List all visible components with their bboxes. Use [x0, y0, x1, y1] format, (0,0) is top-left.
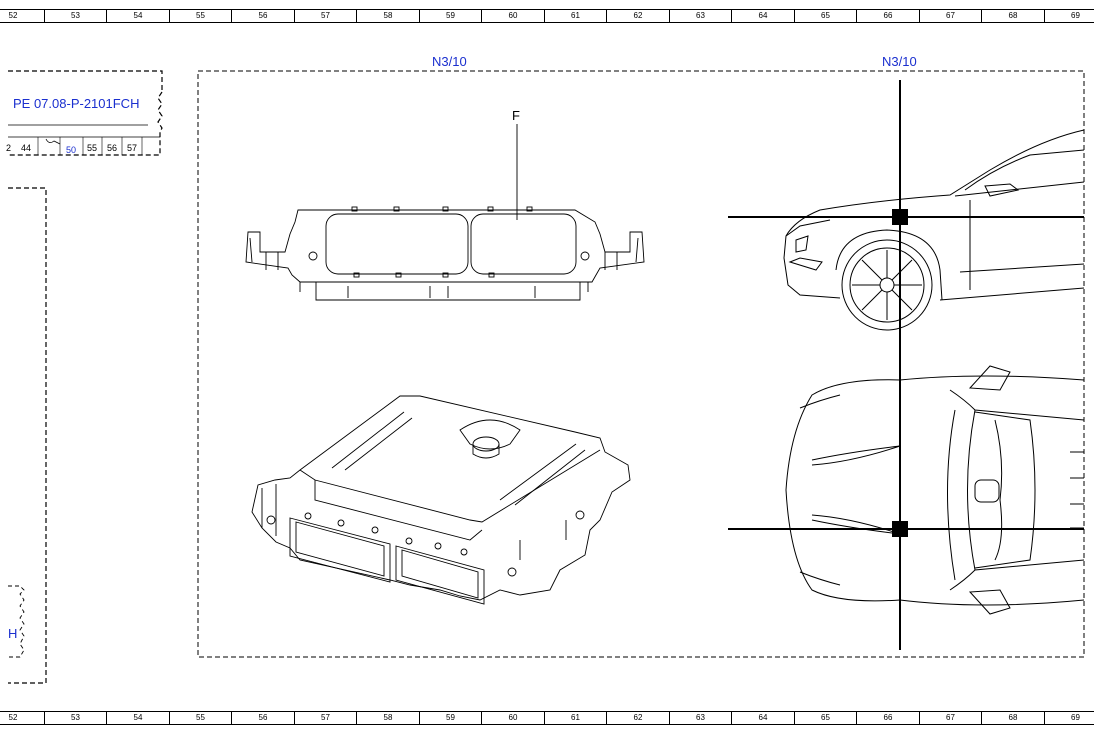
ruler-column-57: 57 [293, 712, 357, 724]
ecu-front-view [245, 124, 645, 301]
reference-box-border [8, 70, 163, 156]
ruler-column-63: 63 [668, 10, 732, 22]
location-marker-side [892, 209, 908, 225]
pin-label: 44 [21, 143, 32, 153]
ruler-column-52: 52 [0, 10, 44, 22]
ruler-column-69: 69 [1043, 10, 1094, 22]
ruler-column-56: 56 [231, 10, 294, 22]
ruler-column-57: 57 [293, 10, 357, 22]
ruler-column-67: 67 [918, 10, 982, 22]
ruler-column-59: 59 [418, 712, 482, 724]
ruler-column-60: 60 [481, 712, 544, 724]
ruler-column-58: 58 [356, 712, 419, 724]
ruler-column-64: 64 [731, 10, 794, 22]
ecu-isometric-view [251, 395, 631, 605]
ruler-column-69: 69 [1043, 712, 1094, 724]
ruler-column-59: 59 [418, 10, 482, 22]
connector-label: F [512, 108, 520, 123]
ruler-column-58: 58 [356, 10, 419, 22]
ruler-column-60: 60 [481, 10, 544, 22]
ruler-column-62: 62 [606, 10, 669, 22]
ruler-column-65: 65 [793, 10, 857, 22]
pin-label: 56 [107, 143, 118, 153]
vehicle-side-view [783, 129, 1085, 331]
ruler-column-55: 55 [168, 10, 232, 22]
ruler-column-53: 53 [43, 712, 107, 724]
ruler-column-62: 62 [606, 712, 669, 724]
ruler-column-66: 66 [856, 10, 919, 22]
ruler-column-52: 52 [0, 712, 44, 724]
ruler-column-54: 54 [106, 10, 169, 22]
vehicle-top-view [785, 365, 1085, 615]
ruler-column-67: 67 [918, 712, 982, 724]
ruler-column-56: 56 [231, 712, 294, 724]
location-marker-top [892, 521, 908, 537]
ruler-column-61: 61 [543, 10, 607, 22]
pin-label: 57 [127, 143, 138, 153]
reference-link-fragment[interactable]: H [8, 626, 18, 641]
ruler-column-63: 63 [668, 712, 732, 724]
ruler-column-54: 54 [106, 712, 169, 724]
component-label-n3-10-right[interactable]: N3/10 [882, 54, 917, 69]
reference-link[interactable]: PE 07.08-P-2101FCH [13, 96, 140, 111]
pin-label-highlight: 50 [66, 145, 77, 155]
component-frame [197, 70, 1085, 658]
ruler-column-61: 61 [543, 712, 607, 724]
ruler-column-68: 68 [981, 712, 1044, 724]
ruler-column-68: 68 [981, 10, 1044, 22]
component-label-n3-10-left[interactable]: N3/10 [432, 54, 467, 69]
pin-label: 2 [6, 143, 12, 153]
pin-label: 55 [87, 143, 98, 153]
ruler-column-55: 55 [168, 712, 232, 724]
ruler-column-66: 66 [856, 712, 919, 724]
ruler-column-64: 64 [731, 712, 794, 724]
ruler-column-53: 53 [43, 10, 107, 22]
ruler-column-65: 65 [793, 712, 857, 724]
